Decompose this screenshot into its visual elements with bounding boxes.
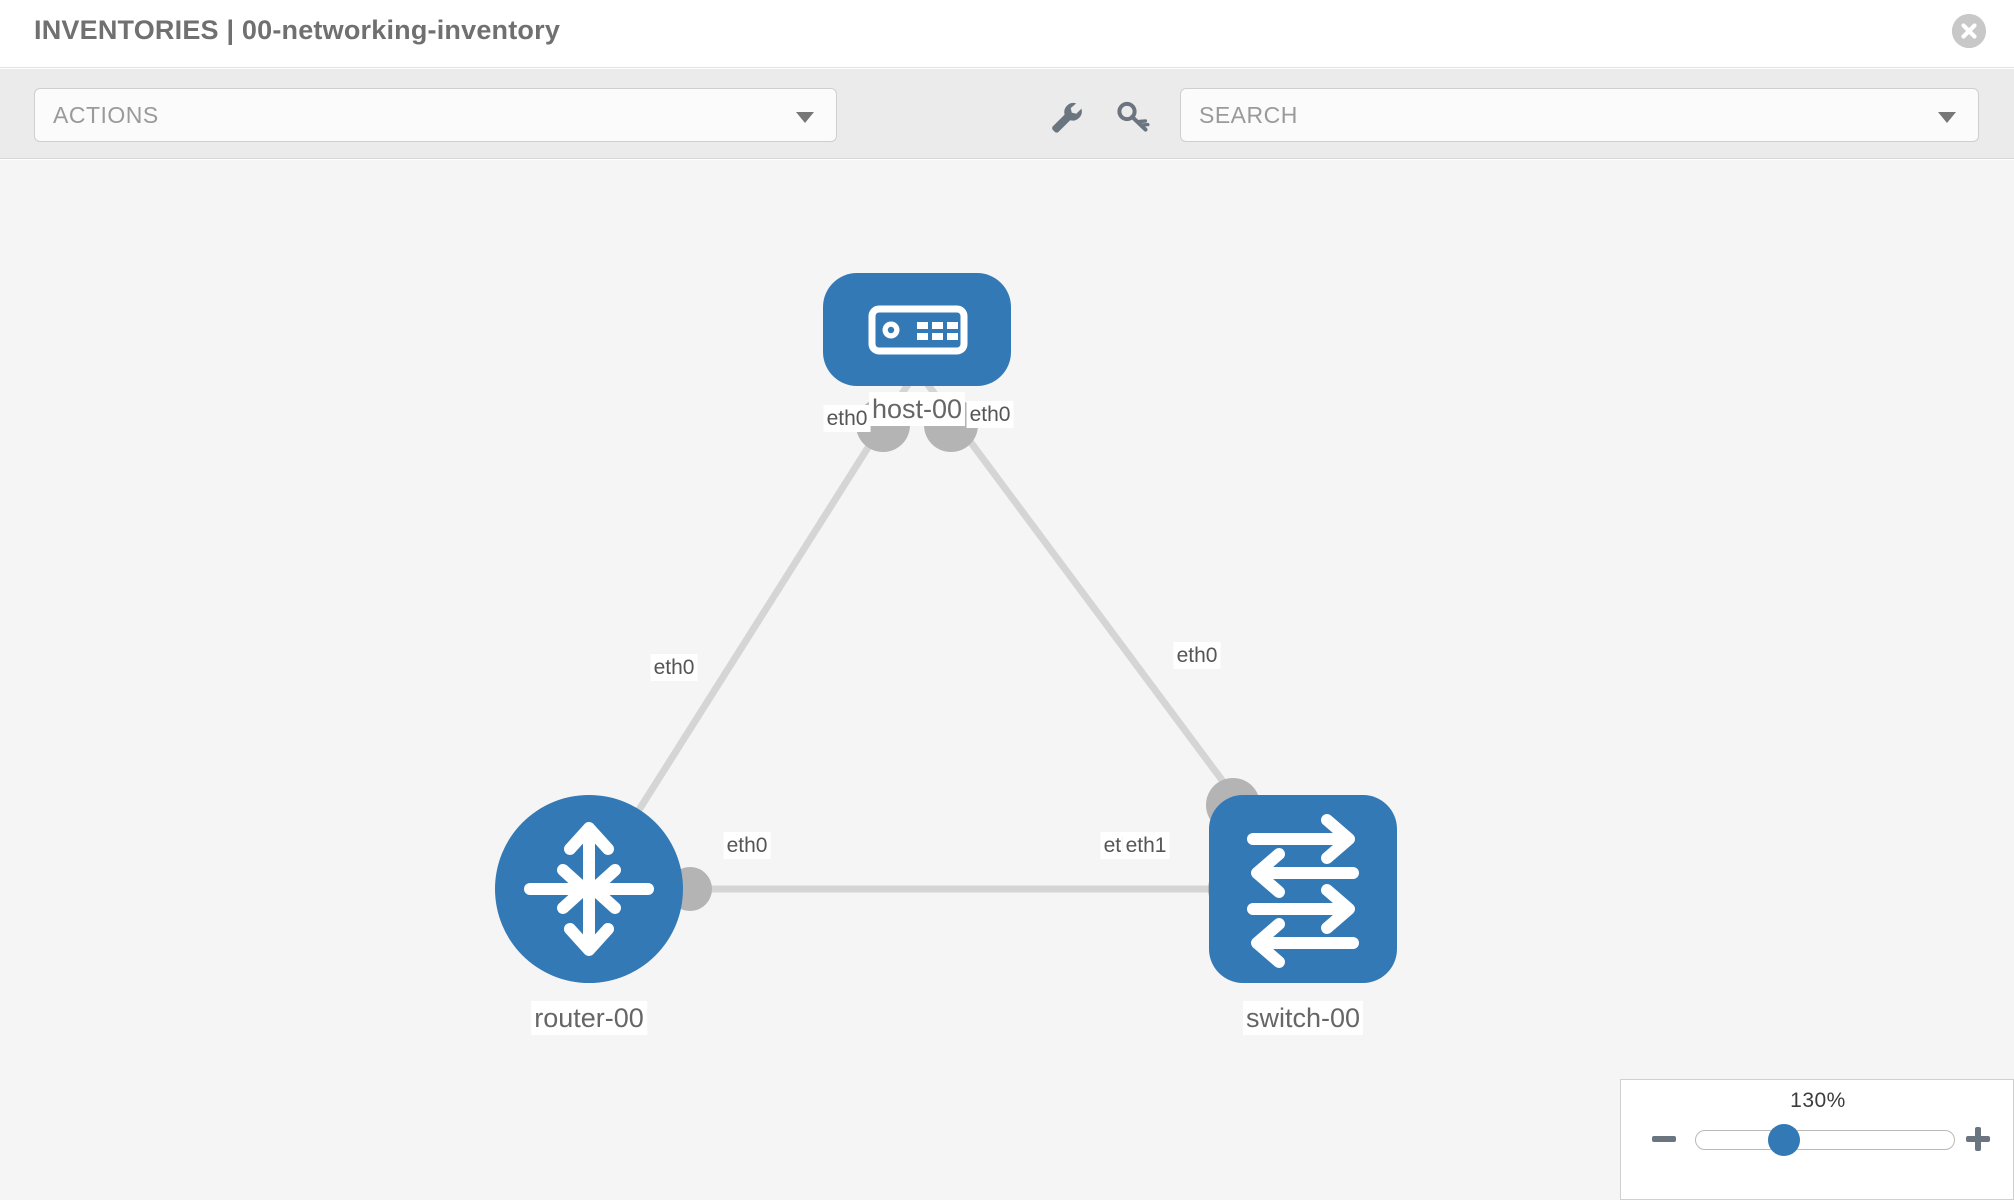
iface-label-host-eth0-left: eth0: [823, 405, 871, 432]
page-title: INVENTORIES | 00-networking-inventory: [34, 15, 561, 45]
actions-dropdown[interactable]: ACTIONS: [34, 88, 837, 142]
page-header: INVENTORIES | 00-networking-inventory: [0, 0, 2014, 68]
zoom-slider-track[interactable]: [1695, 1130, 1955, 1150]
search-placeholder: SEARCH: [1199, 102, 1298, 128]
iface-label-host-eth0-right: eth0: [966, 401, 1014, 428]
plus-icon: [1966, 1127, 1990, 1151]
node-label-host-00: host-00: [868, 392, 966, 426]
node-switch-00[interactable]: [1209, 795, 1397, 983]
search-input[interactable]: SEARCH: [1180, 88, 1979, 142]
toolbar: ACTIONS SEARCH: [0, 69, 2014, 159]
iface-label-router-eth0-up: eth0: [650, 654, 698, 681]
server-icon: [868, 305, 968, 355]
node-router-00[interactable]: [495, 795, 683, 983]
topology-canvas[interactable]: eth0 host-00 eth0 eth0 router-00 eth0 et…: [0, 160, 2014, 1200]
zoom-in-button[interactable]: [1963, 1124, 1993, 1154]
zoom-out-button[interactable]: [1649, 1124, 1679, 1154]
link-host-router[interactable]: [586, 368, 920, 891]
iface-label-switch-eth0-up: eth0: [1173, 642, 1221, 669]
node-label-switch-00: switch-00: [1242, 1001, 1364, 1035]
key-icon[interactable]: [1114, 97, 1152, 135]
search-chevron-down-icon[interactable]: [1938, 112, 1956, 123]
node-label-router-00: router-00: [531, 1001, 647, 1035]
chevron-down-icon: [796, 112, 814, 123]
switch-arrows-icon: [1247, 814, 1359, 968]
zoom-level-value: 130%: [1790, 1089, 1846, 1112]
close-icon: [1952, 14, 1986, 48]
wrench-icon[interactable]: [1046, 97, 1084, 135]
minus-icon: [1652, 1136, 1676, 1142]
node-host-00[interactable]: [823, 273, 1011, 386]
actions-dropdown-label: ACTIONS: [53, 102, 159, 128]
router-arrows-icon: [524, 822, 654, 956]
topology-graph: [495, 273, 1397, 983]
zoom-control-panel: 130%: [1620, 1079, 2014, 1200]
iface-label-switch-eth1: eth1: [1122, 832, 1170, 859]
close-button[interactable]: [1952, 14, 1986, 48]
iface-label-router-eth0-right: eth0: [723, 832, 771, 859]
zoom-slider-thumb[interactable]: [1768, 1124, 1800, 1156]
